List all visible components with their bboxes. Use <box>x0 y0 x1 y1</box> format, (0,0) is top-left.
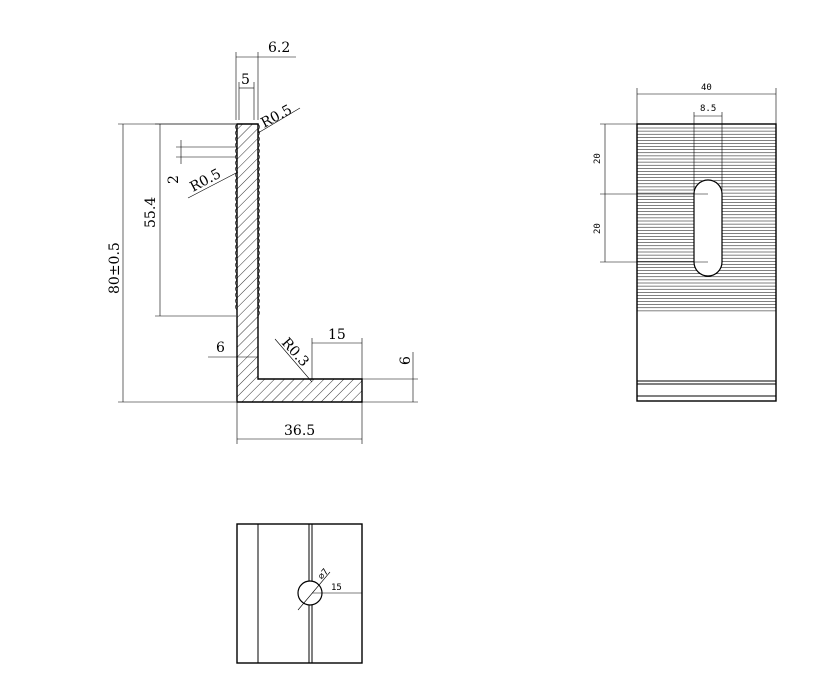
dim-slot-length: 20 <box>593 223 603 234</box>
dim-top-width: 6.2 <box>268 40 290 56</box>
dim-hole-offset: 15 <box>331 583 342 593</box>
dim-height: 80±0.5 <box>107 242 123 294</box>
dim-serrated-length: 55.4 <box>143 197 159 228</box>
bottom-view: ∅7 15 <box>236 523 363 664</box>
dim-radius-inner: R0.3 <box>278 335 312 370</box>
front-view: 40 8.5 20 20 <box>593 83 777 402</box>
dim-slot-width: 8.5 <box>700 104 716 114</box>
dim-flange: 15 <box>328 327 346 343</box>
slot <box>693 179 723 277</box>
dim-base-thickness-right: 6 <box>398 356 414 365</box>
dim-pitch: 2 <box>166 175 182 184</box>
side-view: 6.2 5 R0.5 2 R0.5 55.4 80±0.5 6 R0.3 <box>107 40 418 444</box>
dim-slot-offset: 20 <box>593 153 603 164</box>
dim-base-width: 36.5 <box>284 423 315 439</box>
serrated-edge <box>257 123 260 317</box>
dim-hole-diameter: ∅7 <box>317 567 332 582</box>
dim-radius-top: R0.5 <box>258 102 294 132</box>
dim-front-width: 40 <box>701 83 712 93</box>
dim-base-thickness-left: 6 <box>216 340 225 356</box>
dim-wall: 5 <box>241 72 250 88</box>
dim-radius-serration: R0.5 <box>187 166 223 196</box>
serrated-edge-left <box>235 123 238 311</box>
